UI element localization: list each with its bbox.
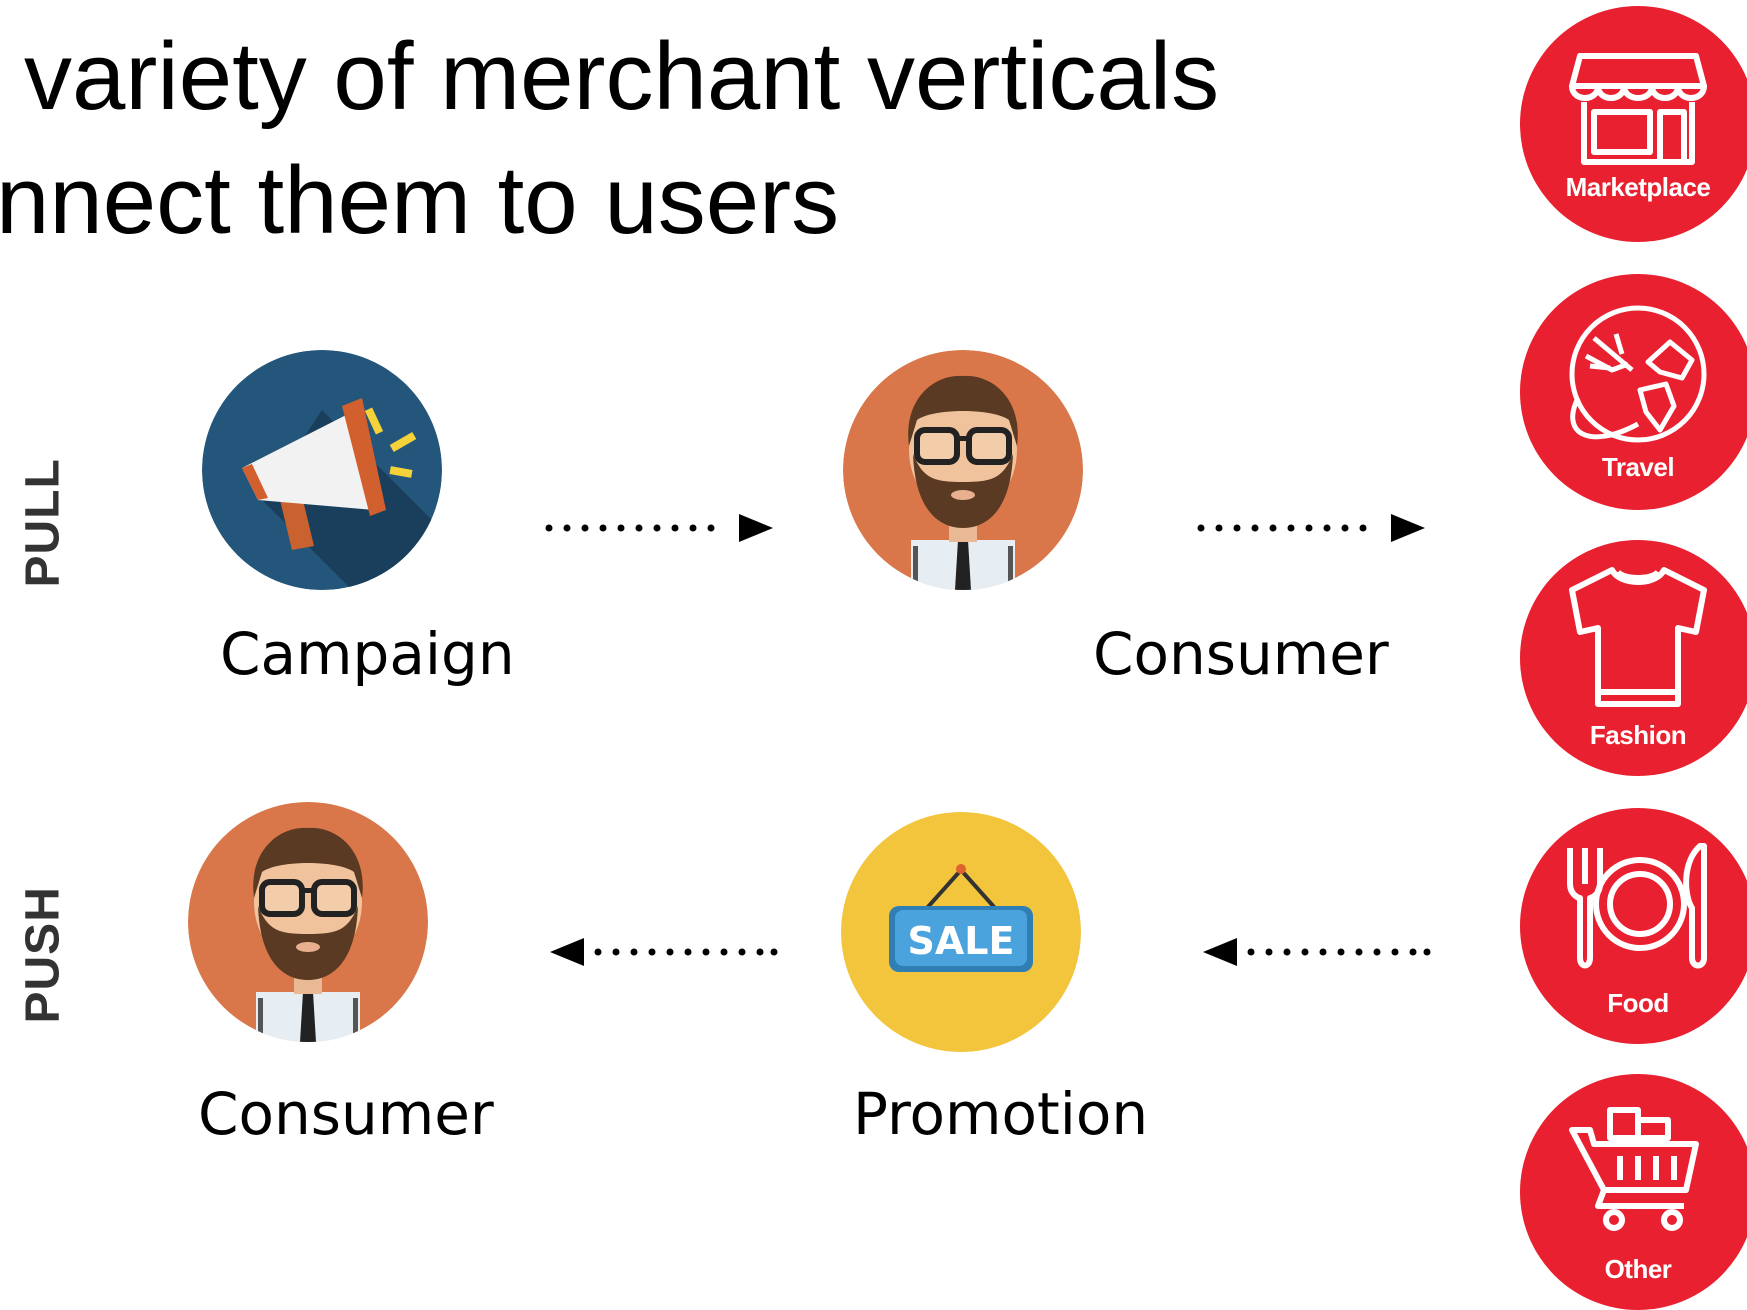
- tshirt-icon: [1569, 567, 1707, 707]
- campaign-megaphone-icon: [202, 350, 442, 590]
- consumer-avatar-push: [188, 802, 428, 1042]
- promotion-sale-sign-icon: SALE: [841, 812, 1081, 1052]
- push-arrow-1: [550, 938, 778, 966]
- title-line-1: variety of merchant verticals: [24, 23, 1220, 130]
- consumer-label-push: Consumer: [198, 1080, 494, 1148]
- push-label: PUSH: [16, 886, 70, 1024]
- consumer-avatar-pull: [843, 350, 1083, 590]
- pull-label: PULL: [16, 458, 70, 588]
- vertical-other: Other: [1520, 1074, 1747, 1310]
- vertical-fashion-label: Fashion: [1589, 720, 1687, 750]
- vertical-marketplace: Marketplace: [1520, 6, 1747, 242]
- push-arrow-2: [1203, 938, 1431, 966]
- sale-sign-text: SALE: [908, 919, 1015, 963]
- vertical-travel-label: Travel: [1601, 452, 1675, 482]
- campaign-label: Campaign: [220, 620, 515, 688]
- plate-cutlery-icon: [1567, 843, 1707, 969]
- vertical-travel: Travel: [1520, 274, 1747, 510]
- promotion-label: Promotion: [853, 1080, 1149, 1148]
- vertical-fashion: Fashion: [1520, 540, 1747, 776]
- consumer-label-pull: Consumer: [1093, 620, 1389, 688]
- title-line-2: nnect them to users: [0, 147, 840, 254]
- pull-arrow-2: [1197, 514, 1425, 542]
- vertical-food-label: Food: [1607, 988, 1669, 1018]
- storefront-icon: [1569, 53, 1707, 165]
- globe-plane-icon: [1569, 305, 1707, 443]
- shopping-cart-icon: [1569, 1107, 1699, 1231]
- pull-arrow-1: [545, 514, 773, 542]
- vertical-other-label: Other: [1604, 1254, 1672, 1284]
- vertical-marketplace-label: Marketplace: [1565, 172, 1711, 202]
- vertical-food: Food: [1520, 808, 1747, 1044]
